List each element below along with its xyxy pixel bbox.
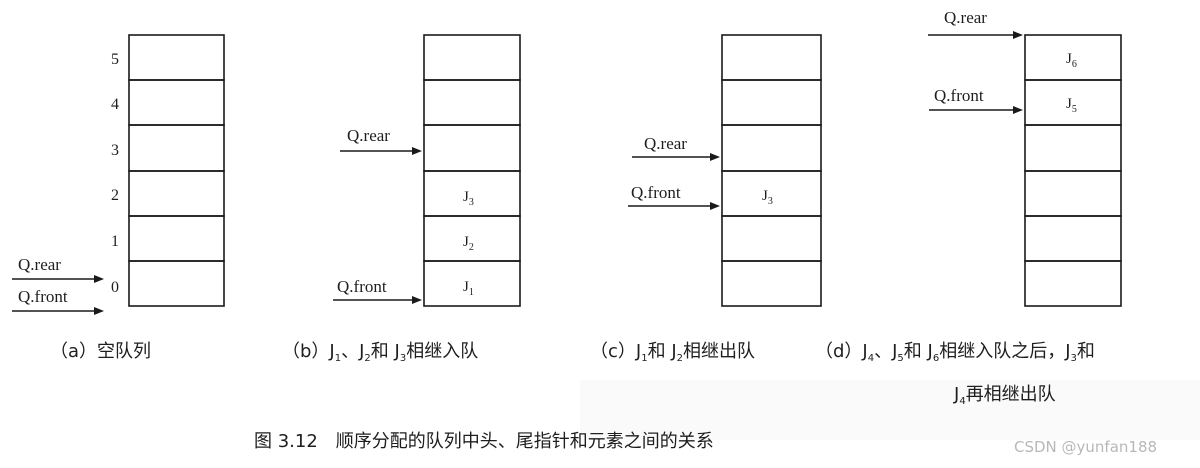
- cell-c-4: [721, 79, 822, 126]
- index-2: 2: [111, 187, 119, 204]
- panel-b-rear-arrow: [340, 147, 422, 155]
- panel-b-front-label: Q.front: [337, 277, 387, 296]
- index-4: 4: [111, 96, 119, 113]
- index-0: 0: [111, 279, 119, 296]
- cell-a-4: [128, 79, 225, 126]
- panel-d: J6 J5 Q.rear Q.front （d）J4、J5和 J6相继入队之后，…: [815, 8, 1122, 407]
- panel-d-front-label: Q.front: [934, 86, 984, 105]
- cell-a-2: [128, 170, 225, 217]
- panel-a-rear-label: Q.rear: [18, 255, 61, 274]
- panel-c-caption: （c）J1和 J2相继出队: [590, 341, 755, 364]
- panel-a-indices: 5 4 3 2 1 0: [111, 51, 119, 296]
- ghost-text: [580, 380, 1200, 440]
- panel-c-rear-arrow: [632, 153, 720, 161]
- cell-b-5: [423, 34, 521, 81]
- panel-b-rear-label: Q.rear: [347, 126, 390, 145]
- cell-d-3: [1024, 124, 1122, 172]
- element-j2: J2: [463, 234, 474, 253]
- panel-b-front-arrow: [333, 296, 422, 304]
- panel-d-rear-arrow: [928, 31, 1023, 39]
- cell-a-0: [128, 260, 225, 307]
- panel-a-cells: [128, 34, 225, 307]
- cell-d-4: [1024, 79, 1122, 126]
- cell-d-2: [1024, 170, 1122, 217]
- cell-a-5: [128, 34, 225, 81]
- cell-b-2: [423, 170, 521, 217]
- figure-caption: 图 3.12 顺序分配的队列中头、尾指针和元素之间的关系: [254, 431, 714, 452]
- cell-b-0: [423, 260, 521, 307]
- index-3: 3: [111, 142, 119, 159]
- panel-a-front-label: Q.front: [18, 287, 68, 306]
- panel-b-caption: （b）J1、J2和 J3相继入队: [282, 341, 478, 364]
- element-j3-c: J3: [762, 188, 773, 207]
- cell-c-1: [721, 215, 822, 262]
- panel-c-front-arrow: [628, 202, 720, 210]
- panel-a-front-arrow: [12, 307, 104, 315]
- cell-b-3: [423, 124, 521, 172]
- panel-c-rear-label: Q.rear: [644, 134, 687, 153]
- panel-d-rear-label: Q.rear: [944, 8, 987, 27]
- panel-d-front-arrow: [929, 106, 1023, 114]
- panel-d-cells: [1024, 34, 1122, 307]
- cell-a-3: [128, 124, 225, 172]
- watermark: CSDN @yunfan188: [1014, 438, 1157, 456]
- index-1: 1: [111, 233, 119, 250]
- element-j1: J1: [463, 279, 474, 298]
- panel-c-front-label: Q.front: [631, 183, 681, 202]
- cell-a-1: [128, 215, 225, 262]
- panel-a-rear-arrow: [12, 275, 104, 283]
- element-j3: J3: [463, 189, 474, 208]
- panel-c: J3 Q.rear Q.front （c）J1和 J2相继出队: [590, 34, 822, 364]
- cell-c-2: [721, 170, 822, 217]
- index-5: 5: [111, 51, 119, 68]
- cell-d-5: [1024, 34, 1122, 81]
- panel-c-cells: [721, 34, 822, 307]
- panel-b: J3 J2 J1 Q.rear Q.front （b）J1、J2和 J3相继入队: [282, 34, 521, 364]
- cell-c-0: [721, 260, 822, 307]
- element-j5: J5: [1066, 96, 1077, 115]
- cell-c-5: [721, 34, 822, 81]
- element-j6: J6: [1066, 51, 1077, 70]
- panel-d-caption-line2: J4再相继出队: [953, 384, 1056, 407]
- panel-d-caption: （d）J4、J5和 J6相继入队之后，J3和: [815, 341, 1095, 364]
- cell-b-4: [423, 79, 521, 126]
- cell-c-3: [721, 124, 822, 172]
- panel-a: 5 4 3 2 1 0 Q.rear Q.front （a）空队列: [12, 34, 225, 362]
- cell-d-0: [1024, 260, 1122, 307]
- cell-d-1: [1024, 215, 1122, 262]
- panel-b-cells: [423, 34, 521, 307]
- panel-a-caption: （a）空队列: [50, 341, 151, 362]
- cell-b-1: [423, 215, 521, 262]
